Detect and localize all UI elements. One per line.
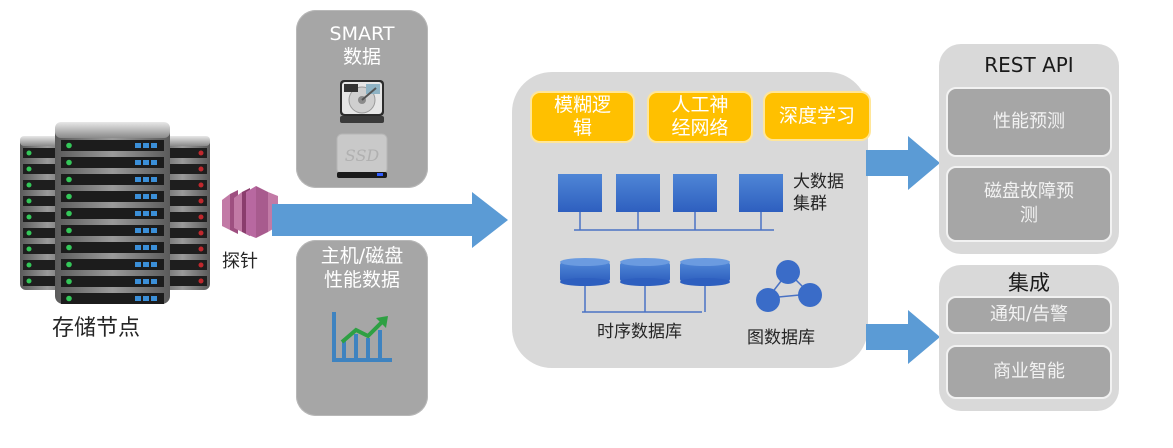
probe-label: 探针	[222, 251, 258, 272]
server-slot	[61, 225, 164, 236]
probe-icon	[222, 186, 278, 238]
main-flow-arrow	[272, 192, 508, 248]
integration-business-intelligence: 商业智能	[946, 345, 1112, 399]
server-slot	[61, 191, 164, 202]
method-deep-learning-line1: 深度学习	[778, 104, 855, 127]
server-slot	[61, 157, 164, 168]
server-slot	[61, 208, 164, 219]
method-neural-network: 人工神 经网络	[647, 91, 753, 143]
server-slot	[61, 242, 164, 253]
server-slot	[167, 180, 207, 190]
server-slot	[167, 228, 207, 238]
rest-api-performance-prediction: 性能预测	[946, 87, 1112, 157]
server-slot	[23, 276, 63, 286]
server-slot	[23, 260, 63, 270]
method-fuzzy-logic-line2: 辑	[572, 117, 592, 139]
method-deep-learning: 深度学习	[763, 91, 871, 141]
business-intelligence-label: 商业智能	[993, 361, 1065, 382]
server-slot	[167, 164, 207, 174]
graph-node	[798, 283, 822, 307]
graph-db-icon	[756, 260, 822, 312]
server-slot	[61, 293, 164, 304]
timeseries-db-node	[680, 262, 730, 282]
server-slot	[167, 196, 207, 206]
notify-alert-label: 通知/告警	[989, 304, 1069, 325]
hdd-icon	[340, 80, 384, 123]
server-slot	[23, 212, 63, 222]
method-neural-network-line1: 人工神	[671, 94, 729, 116]
graph-node	[756, 288, 780, 312]
rest-api-disk-failure-prediction: 磁盘故障预 测	[946, 166, 1112, 242]
server-slot	[61, 276, 164, 287]
graph-node	[776, 260, 800, 284]
perf-data-card: 主机/磁盘 性能数据	[296, 240, 428, 416]
server-slot	[167, 260, 207, 270]
server-slot	[23, 228, 63, 238]
server-slot	[61, 140, 164, 151]
timeseries-db-node	[560, 262, 610, 282]
smart-card-title-2: 数据	[342, 46, 381, 68]
method-neural-network-line2: 经网络	[671, 117, 729, 139]
main-flow-arrow-shape	[272, 192, 508, 248]
cluster-node	[558, 174, 602, 212]
timeseries-db-node	[620, 262, 670, 282]
disk-failure-prediction-line1: 磁盘故障预	[984, 181, 1074, 202]
rest-api-title: REST API	[984, 53, 1074, 77]
smart-card-title-1: SMART	[329, 23, 395, 45]
perf-card-title-2: 性能数据	[323, 269, 400, 291]
server-slot	[167, 212, 207, 222]
perf-card-title-1: 主机/磁盘	[320, 245, 404, 267]
method-fuzzy-logic: 模糊逻 辑	[530, 91, 635, 143]
ssd-icon: SSD	[336, 133, 388, 178]
bigdata-label-2: 集群	[793, 194, 827, 214]
server-rack-icon	[20, 122, 210, 304]
server-slot	[23, 180, 63, 190]
growth-chart-icon	[332, 312, 392, 362]
server-slot	[23, 244, 63, 254]
storage-node	[15, 118, 215, 308]
timeseries-db-diagram	[560, 258, 730, 313]
performance-prediction-label: 性能预测	[993, 111, 1065, 132]
server-slot	[23, 148, 63, 158]
integration-title: 集成	[1008, 271, 1050, 295]
rest-api-arrow	[866, 136, 940, 190]
server-slot	[23, 196, 63, 206]
timeseries-db-label: 时序数据库	[597, 322, 682, 342]
ssd-text: SSD	[345, 146, 380, 165]
server-slot	[61, 174, 164, 185]
storage-node-label: 存储节点	[52, 316, 141, 341]
server-slot	[167, 276, 207, 286]
disk-failure-prediction-line2: 测	[1020, 205, 1038, 226]
server-slot	[167, 244, 207, 254]
integration-arrow	[866, 310, 940, 364]
method-fuzzy-logic-line1: 模糊逻	[553, 94, 611, 116]
graph-db-label: 图数据库	[747, 328, 815, 348]
smart-data-card: SMART 数据 SSD	[296, 10, 428, 188]
server-slot	[23, 164, 63, 174]
server-slot	[167, 148, 207, 158]
cluster-node	[739, 174, 783, 212]
server-slot	[61, 259, 164, 270]
cluster-node	[673, 174, 717, 212]
bigdata-cluster-diagram	[558, 174, 783, 231]
cluster-node	[616, 174, 660, 212]
integration-notify-alert: 通知/告警	[946, 296, 1112, 334]
bigdata-label-1: 大数据	[793, 172, 844, 192]
